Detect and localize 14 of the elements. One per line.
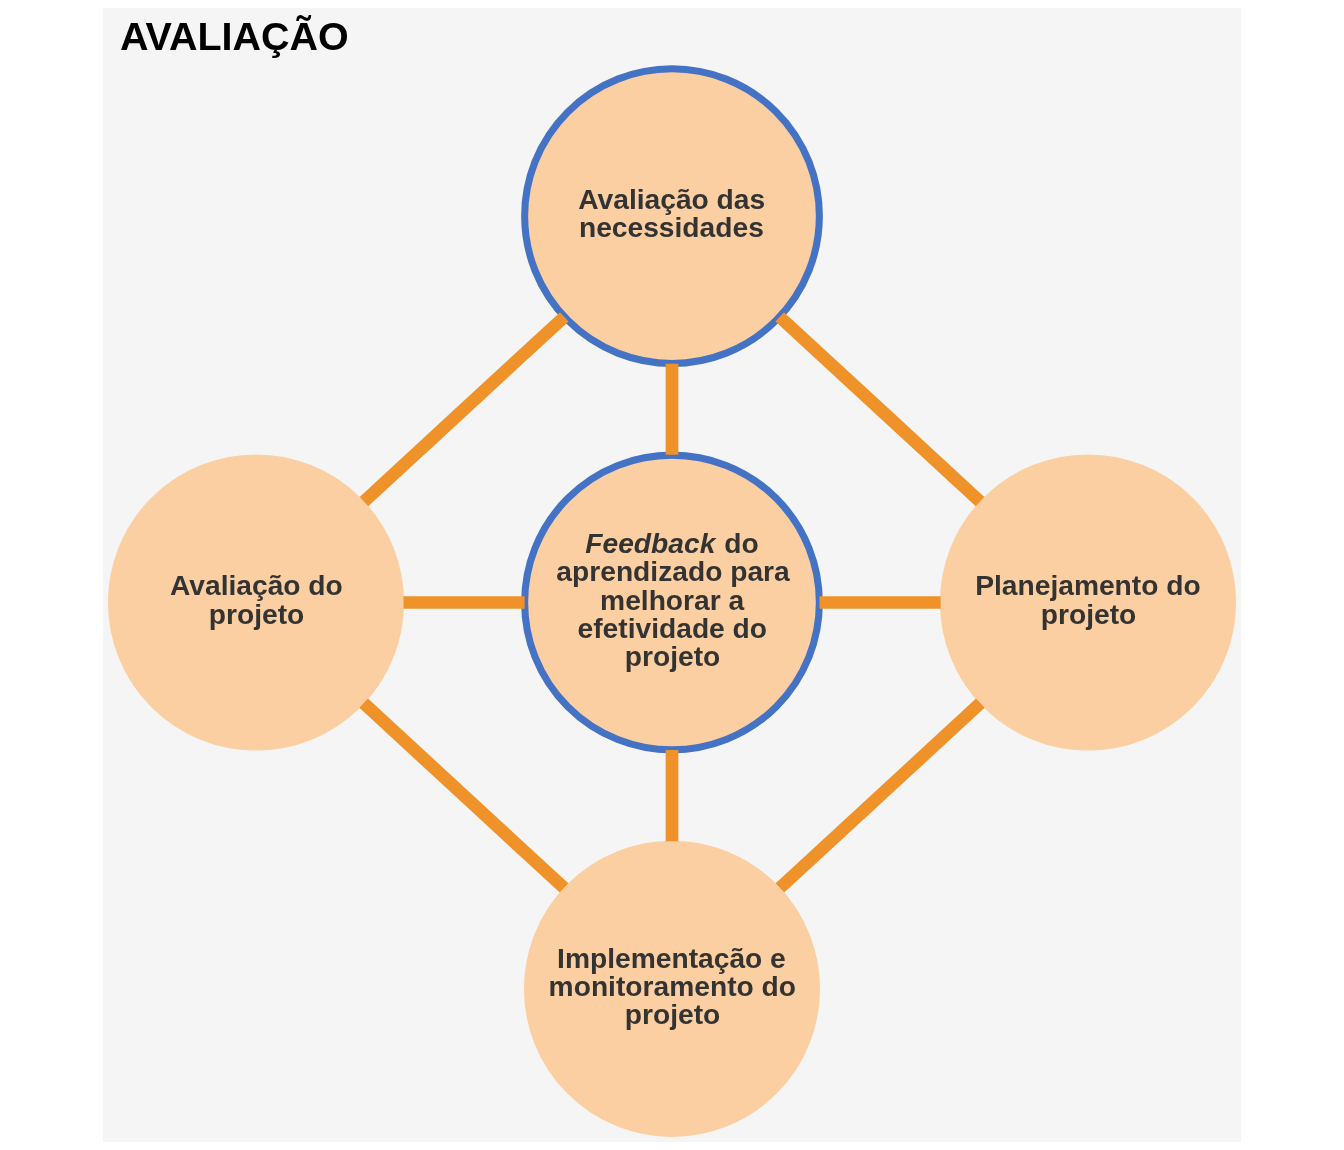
connector: [775, 698, 985, 893]
connector: [403, 596, 525, 609]
connector: [775, 312, 985, 507]
connector: [359, 698, 569, 893]
node-circle: Feedback do aprendizado para melhorar a efetividade do projeto: [521, 451, 823, 754]
connector: [819, 596, 941, 609]
diagram-title: AVALIAÇÃO: [119, 13, 349, 58]
connector: [665, 363, 679, 455]
connector: [359, 312, 569, 507]
connector: [665, 750, 679, 842]
node-circle: Implementação e monitoramento do projeto: [523, 840, 821, 1137]
node-circle: Planejamento do projeto: [939, 454, 1237, 751]
node-circle: Avaliação do projeto: [107, 454, 405, 751]
node-circle: Avaliação das necessidades: [521, 65, 823, 367]
